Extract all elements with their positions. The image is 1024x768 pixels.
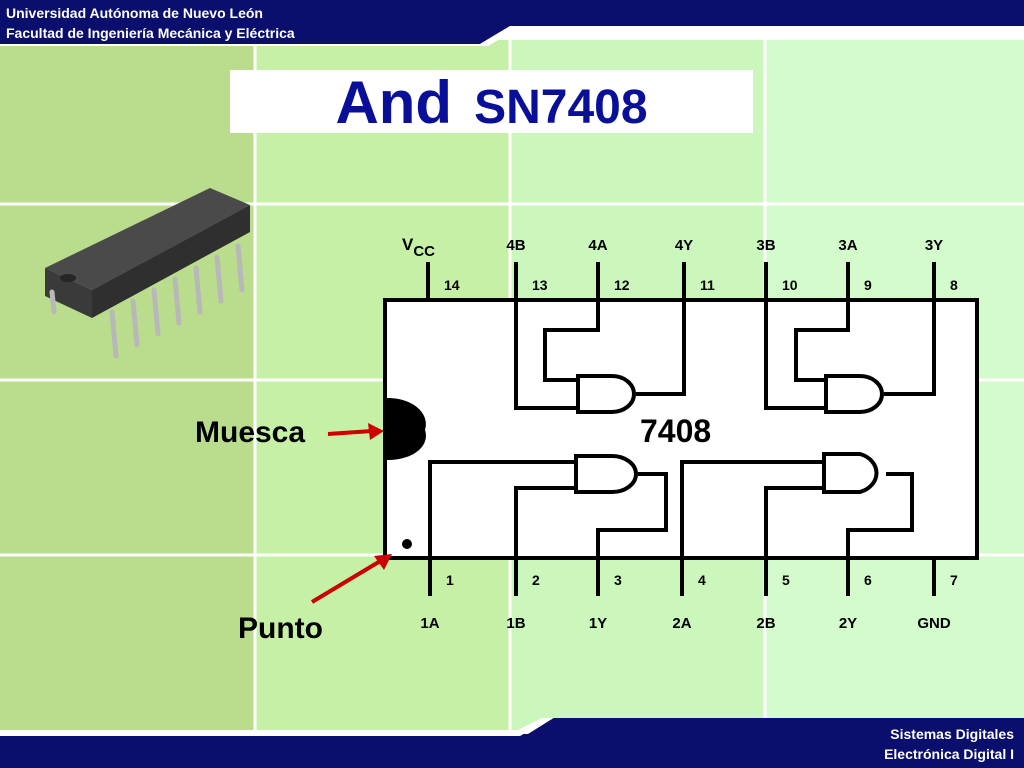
pin-number-9: 9 xyxy=(864,277,872,293)
pin-name-2a: 2A xyxy=(672,615,691,632)
pin-name-vcc: VCC xyxy=(402,235,435,260)
pin-number-4: 4 xyxy=(698,572,706,588)
pin-number-8: 8 xyxy=(950,277,958,293)
pin-number-6: 6 xyxy=(864,572,872,588)
pin-name-gnd: GND xyxy=(917,615,951,632)
chip-label: 7408 xyxy=(640,413,711,449)
pin-name-3y: 3Y xyxy=(925,237,943,254)
pin-number-13: 13 xyxy=(532,277,548,293)
pin-number-2: 2 xyxy=(532,572,540,588)
pin-number-3: 3 xyxy=(614,572,622,588)
bg-column-1 xyxy=(0,40,255,730)
pin1-dot xyxy=(402,539,412,549)
pin-number-7: 7 xyxy=(950,572,958,588)
dot-arrow xyxy=(310,554,392,604)
pin-name-1y: 1Y xyxy=(589,615,607,632)
pin-number-10: 10 xyxy=(782,277,798,293)
pin-name-4a: 4A xyxy=(588,237,607,254)
header-bar xyxy=(0,0,1024,46)
pin-name-2b: 2B xyxy=(756,615,775,632)
pin-name-2y: 2Y xyxy=(839,615,857,632)
pin-name-3b: 3B xyxy=(756,237,775,254)
pin-name-4b: 4B xyxy=(506,237,525,254)
pin-name-1a: 1A xyxy=(420,615,439,632)
pin-number-5: 5 xyxy=(782,572,790,588)
pin-name-1b: 1B xyxy=(506,615,525,632)
pin-number-14: 14 xyxy=(444,277,460,293)
pin-number-1: 1 xyxy=(446,572,454,588)
header-university: Universidad Autónoma de Nuevo León xyxy=(6,5,263,21)
pin-name-4y: 4Y xyxy=(675,237,693,254)
footer-subject: Electrónica Digital I xyxy=(884,746,1014,762)
pin-number-12: 12 xyxy=(614,277,630,293)
title-sub: SN7408 xyxy=(474,81,648,134)
notch-arrow xyxy=(327,423,384,440)
dot-label: Punto xyxy=(238,612,323,645)
top-pin-labels: VCC 14 4B 13 4A 12 4Y 11 3B 10 3A 9 3Y 8 xyxy=(402,235,958,293)
slide-title: And SN7408 xyxy=(230,69,753,136)
ic-chip-photo xyxy=(45,188,250,359)
pin-number-11: 11 xyxy=(700,277,715,293)
title-main: And xyxy=(335,69,453,136)
footer-bar xyxy=(0,718,1024,768)
header-faculty: Facultad de Ingeniería Mecánica y Eléctr… xyxy=(6,25,295,41)
footer-course: Sistemas Digitales xyxy=(890,726,1014,742)
notch-label: Muesca xyxy=(195,416,306,449)
pin-name-3a: 3A xyxy=(838,237,857,254)
